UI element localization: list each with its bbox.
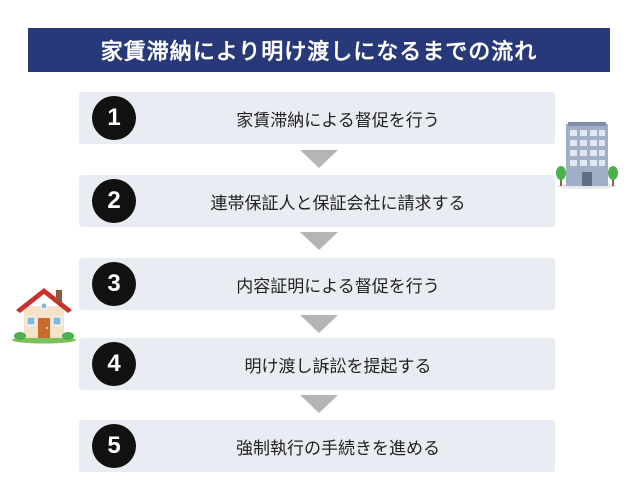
flow-step-4: 4 明け渡し訴訟を提起する: [79, 338, 555, 390]
flow-step-3: 3 内容証明による督促を行う: [79, 258, 555, 310]
step-number-badge: 1: [92, 96, 136, 140]
flow-step-2: 2 連帯保証人と保証会社に請求する: [79, 175, 555, 227]
step-number-badge: 5: [92, 424, 136, 468]
step-label: 連帯保証人と保証会社に請求する: [210, 193, 466, 214]
page-title: 家賃滞納により明け渡しになるまでの流れ: [28, 28, 610, 72]
down-arrow-icon: [300, 232, 338, 250]
house-icon: [12, 288, 76, 344]
down-arrow-icon: [300, 150, 338, 168]
flow-step-5: 5 強制執行の手続きを進める: [79, 420, 555, 472]
step-number-badge: 3: [92, 262, 136, 306]
down-arrow-icon: [300, 315, 338, 333]
step-label: 強制執行の手続きを進める: [236, 438, 440, 459]
step-number-badge: 4: [92, 342, 136, 386]
step-number-badge: 2: [92, 179, 136, 223]
apartment-building-icon: [556, 122, 618, 189]
step-label: 内容証明による督促を行う: [236, 276, 440, 297]
step-label: 明け渡し訴訟を提起する: [244, 356, 432, 377]
flow-step-1: 1 家賃滞納による督促を行う: [79, 92, 555, 144]
step-label: 家賃滞納による督促を行う: [236, 110, 440, 131]
down-arrow-icon: [300, 395, 338, 413]
